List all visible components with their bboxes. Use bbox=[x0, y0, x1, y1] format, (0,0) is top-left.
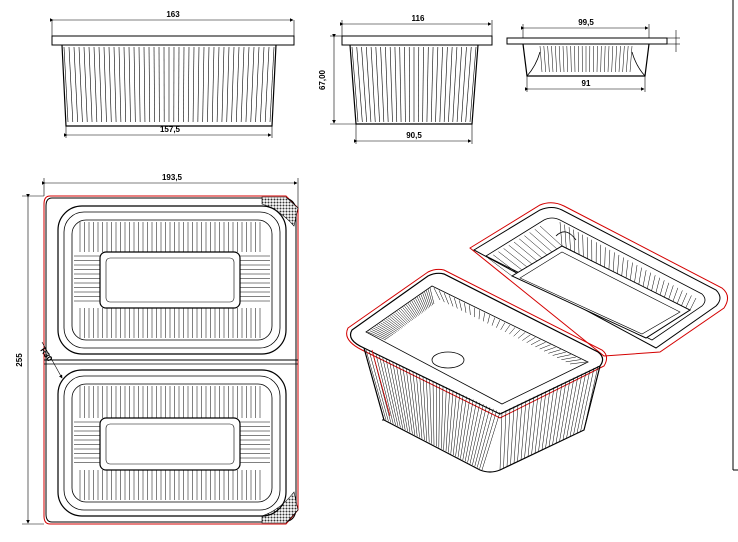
lid-bottom-width-label: 91 bbox=[582, 79, 591, 88]
front-view-ribs bbox=[64, 47, 274, 122]
lid-top-width-label: 99,5 bbox=[578, 18, 594, 27]
side-top-width-label: 116 bbox=[412, 14, 425, 23]
front-view: 163 157,5 bbox=[52, 10, 294, 138]
side-view-ribs bbox=[352, 47, 476, 122]
lid-view: 99,5 91 bbox=[507, 18, 680, 92]
isometric-view bbox=[347, 203, 728, 472]
side-view: 116 67,00 90,5 bbox=[318, 14, 492, 144]
plan-width-label: 193,5 bbox=[162, 173, 183, 182]
plan-radius-label: R30 bbox=[38, 346, 54, 364]
front-bottom-width-label: 157,5 bbox=[160, 125, 181, 134]
side-height-label: 67,00 bbox=[318, 69, 327, 90]
front-top-width-label: 163 bbox=[166, 10, 180, 19]
plan-height-label: 255 bbox=[15, 353, 24, 367]
plan-view: 193,5 255 R30 bbox=[15, 173, 298, 524]
side-bottom-width-label: 90,5 bbox=[406, 131, 422, 140]
